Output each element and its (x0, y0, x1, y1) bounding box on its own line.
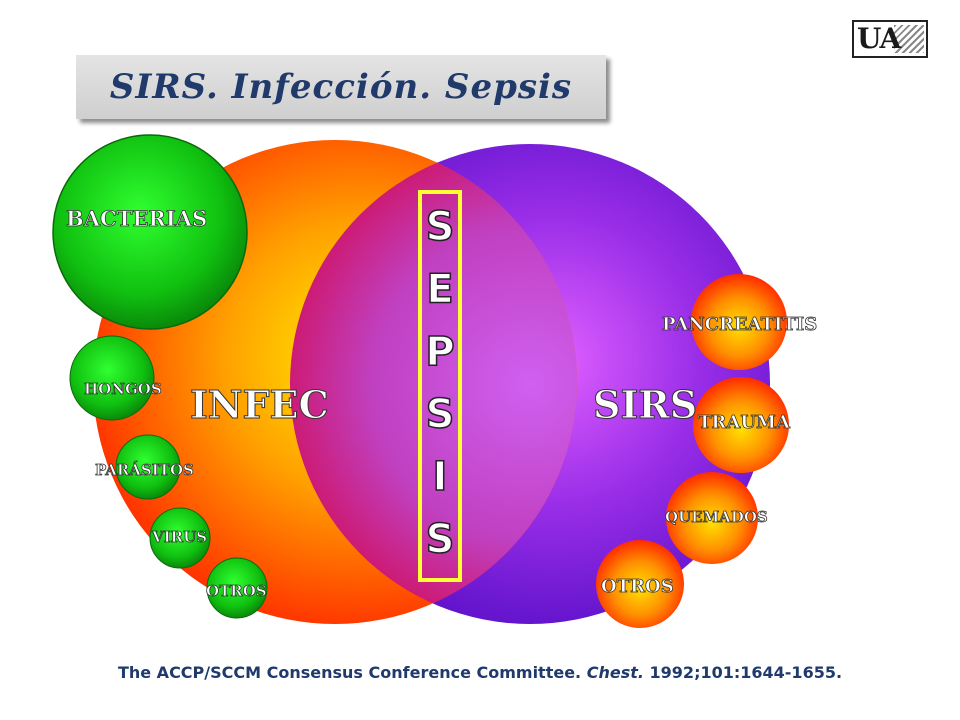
logo-text: UA (857, 22, 901, 55)
cause-circle-trauma (693, 377, 789, 473)
cause-label-trauma: TRAUMA (698, 412, 791, 433)
citation: The ACCP/SCCM Consensus Conference Commi… (0, 663, 960, 682)
cause-labels: BACTERIAS HONGOS PARÁSITOS VIRUS OTROS P… (66, 206, 818, 601)
logo-emblem-icon (894, 25, 924, 53)
sepsis-letter: S (426, 392, 455, 438)
page-title: SIRS. Infección. Sepsis (109, 67, 573, 107)
cause-label-parasitos: PARÁSITOS (95, 461, 194, 479)
cause-circle-pancreatitis (691, 274, 787, 370)
cause-label-otros-infec: OTROS (206, 582, 267, 600)
citation-details: 1992;101:1644-1655. (649, 663, 843, 682)
sepsis-letter: P (425, 329, 454, 375)
ua-logo: UA (852, 20, 928, 58)
sepsis-letter: E (426, 267, 453, 313)
sepsis-box (418, 190, 462, 582)
sirs-label: SIRS (593, 382, 697, 427)
cause-label-bacterias: BACTERIAS (66, 206, 207, 231)
cause-circle-bacterias (52, 134, 248, 330)
cause-label-otros-sirs: OTROS (601, 576, 674, 597)
sepsis-letter: S (426, 517, 455, 563)
cause-label-hongos: HONGOS (84, 380, 162, 398)
cause-label-virus: VIRUS (151, 528, 207, 546)
infection-label: INFEC (190, 382, 329, 427)
sepsis-letter: S (426, 204, 455, 250)
cause-label-pancreatitis: PANCREATITIS (662, 314, 817, 335)
citation-journal: Chest. (586, 663, 644, 682)
cause-circle-otros-sirs (596, 540, 684, 628)
cause-circle-hongos (69, 335, 155, 421)
citation-authors: The ACCP/SCCM Consensus Conference Commi… (117, 663, 582, 682)
title-banner: SIRS. Infección. Sepsis (76, 55, 606, 119)
sepsis-letter: I (433, 454, 448, 500)
cause-circle-virus (149, 507, 211, 569)
sepsis-overlap (290, 144, 577, 624)
cause-circle-quemados (666, 472, 758, 564)
cause-circle-parasitos (115, 434, 181, 500)
cause-circle-otros-infec (206, 557, 268, 619)
infection-causes (52, 134, 268, 619)
cause-label-quemados: QUEMADOS (665, 508, 768, 526)
sirs-causes (596, 274, 789, 628)
